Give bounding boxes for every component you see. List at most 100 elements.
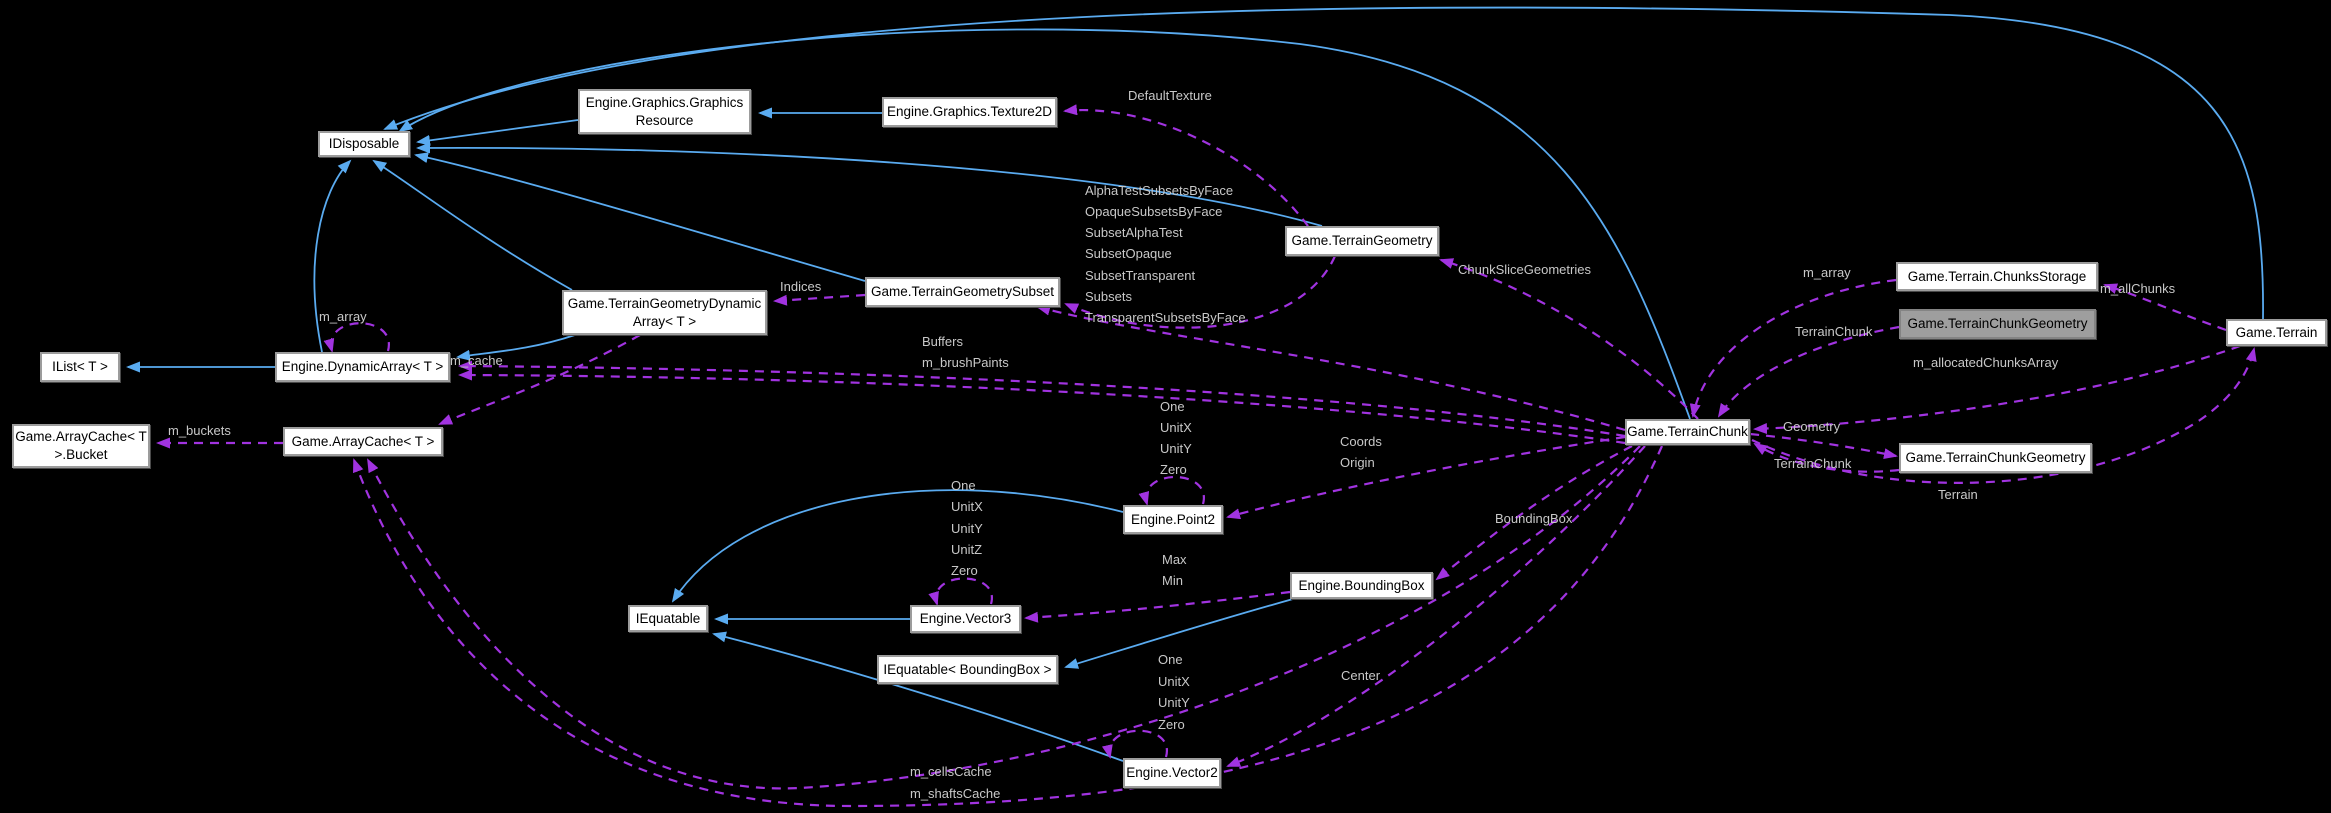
class-node-arraycache[interactable]: Game.ArrayCache< T >	[283, 427, 443, 456]
class-node-ilist[interactable]: IList< T >	[40, 352, 120, 382]
inheritance-edge	[416, 119, 579, 146]
usage-edge	[323, 322, 390, 353]
usage-edge	[1749, 432, 1898, 460]
edge-label: Min	[1162, 573, 1183, 588]
usage-edge	[438, 334, 641, 426]
usage-edge	[1024, 590, 1291, 623]
usage-edge	[458, 369, 1626, 445]
usage-edge	[1435, 445, 1633, 581]
inheritance-edge	[372, 159, 573, 291]
class-node-terrain[interactable]: Game.Terrain	[2226, 319, 2327, 346]
edge-label: m_shaftsCache	[910, 786, 1001, 801]
edge-label: Terrain	[1938, 487, 1978, 502]
usage-edge	[1226, 445, 1646, 768]
edge-label: UnitY	[1160, 441, 1192, 456]
edge-label: Zero	[1160, 462, 1187, 477]
edge-label: m_brushPaints	[922, 355, 1009, 370]
edge-label: UnitX	[1160, 420, 1192, 435]
inheritance-edge	[1064, 598, 1294, 669]
inheritance-edge	[383, 6, 2264, 320]
class-node-terrain-geometry-dynamic-array[interactable]: Game.TerrainGeometryDynamic Array< T >	[562, 290, 767, 335]
inheritance-edge	[671, 489, 1124, 603]
edge-label: Zero	[1158, 717, 1185, 732]
inheritance-edge	[712, 631, 1124, 762]
usage-edge	[352, 445, 1664, 808]
class-node-dynamic-array[interactable]: Engine.DynamicArray< T >	[275, 352, 450, 382]
usage-edge	[1689, 278, 1897, 418]
class-node-texture2d[interactable]: Engine.Graphics.Texture2D	[882, 97, 1057, 127]
class-node-iequatable-boundingbox[interactable]: IEquatable< BoundingBox >	[877, 655, 1058, 684]
edge-label: TerrainChunk	[1795, 324, 1873, 339]
edge-label: UnitY	[1158, 695, 1190, 710]
inheritance-edge	[416, 142, 1323, 227]
usage-edge	[458, 360, 1626, 438]
edge-label: UnitX	[1158, 674, 1190, 689]
class-node-point2[interactable]: Engine.Point2	[1123, 505, 1223, 534]
edge-label: Zero	[951, 563, 978, 578]
edge-label: One	[951, 478, 976, 493]
class-node-chunks-storage[interactable]: Game.Terrain.ChunksStorage	[1896, 262, 2098, 291]
edge-label: Indices	[780, 279, 822, 294]
usage-edge	[1138, 476, 1205, 506]
class-node-terrain-geometry-subset[interactable]: Game.TerrainGeometrySubset	[865, 277, 1060, 307]
class-node-vector3[interactable]: Engine.Vector3	[910, 605, 1021, 633]
edge-label: One	[1160, 399, 1185, 414]
inheritance-edge	[313, 159, 352, 353]
edge-label: TerrainChunk	[1774, 456, 1852, 471]
edge-label: UnitX	[951, 499, 983, 514]
edge-label: m_cellsCache	[910, 764, 992, 779]
edge-label: m_cache	[450, 353, 503, 368]
class-node-terrain-chunk[interactable]: Game.TerrainChunk	[1625, 419, 1750, 445]
class-node-idisposable[interactable]: IDisposable	[318, 131, 410, 157]
usage-edge	[1036, 304, 1626, 432]
usage-edge	[773, 293, 866, 306]
edge-label: UnitY	[951, 521, 983, 536]
edge-label: SubsetTransparent	[1085, 268, 1196, 283]
edge-label: UnitZ	[951, 542, 983, 557]
class-node-graphics-resource[interactable]: Engine.Graphics.Graphics Resource	[578, 89, 751, 134]
class-node-vector2[interactable]: Engine.Vector2	[1123, 758, 1221, 788]
inheritance-edge	[398, 28, 1691, 420]
inheritance-edge	[456, 334, 576, 361]
edge-label: Buffers	[922, 334, 963, 349]
edge-label: m_buckets	[168, 423, 231, 438]
usage-edge	[928, 577, 993, 606]
usage-edge	[1064, 255, 1337, 329]
usage-edge	[367, 445, 1641, 790]
edge-label: Origin	[1340, 455, 1375, 470]
edge-label: SubsetAlphaTest	[1085, 225, 1183, 240]
edge-label: ChunkSliceGeometries	[1458, 262, 1591, 277]
usage-edge	[1717, 325, 1900, 418]
usage-edge	[2103, 283, 2227, 332]
usage-edge	[1101, 729, 1168, 759]
inheritance-edge	[414, 152, 866, 282]
usage-edge	[1063, 104, 1309, 227]
edge-label: Geometry	[1783, 419, 1841, 434]
edge-label: BoundingBox	[1495, 511, 1573, 526]
usage-edge	[1753, 344, 2241, 435]
usage-edge	[1439, 258, 1699, 420]
edge-label: One	[1158, 652, 1183, 667]
edge-label: DefaultTexture	[1128, 88, 1212, 103]
class-node-terrain-chunk-geometry[interactable]: Game.TerrainChunkGeometry	[1899, 443, 2092, 473]
edge-label: SubsetOpaque	[1085, 246, 1172, 261]
class-node-iequatable[interactable]: IEquatable	[628, 605, 708, 632]
edge-label: Coords	[1340, 434, 1382, 449]
edge-label: m_allChunks	[2100, 281, 2176, 296]
class-node-terrain-chunk-geometry-main[interactable]: Game.TerrainChunkGeometry	[1899, 309, 2096, 339]
edge-label: Max	[1162, 552, 1187, 567]
edge-label: Center	[1341, 668, 1381, 683]
class-node-boundingbox[interactable]: Engine.BoundingBox	[1290, 572, 1433, 599]
edge-label: TransparentSubsetsByFace	[1085, 310, 1246, 325]
edge-label: Subsets	[1085, 289, 1132, 304]
class-node-arraycache-bucket[interactable]: Game.ArrayCache< T >.Bucket	[12, 424, 150, 468]
edge-label: m_allocatedChunksArray	[1913, 355, 2059, 370]
usage-edge	[1753, 442, 1900, 473]
edge-label: OpaqueSubsetsByFace	[1085, 204, 1223, 219]
usage-edge	[1751, 347, 2257, 484]
usage-edge	[1226, 435, 1626, 520]
class-node-terrain-geometry[interactable]: Game.TerrainGeometry	[1285, 226, 1439, 256]
edge-label: m_array	[319, 309, 367, 324]
edge-label: AlphaTestSubsetsByFace	[1085, 183, 1234, 198]
